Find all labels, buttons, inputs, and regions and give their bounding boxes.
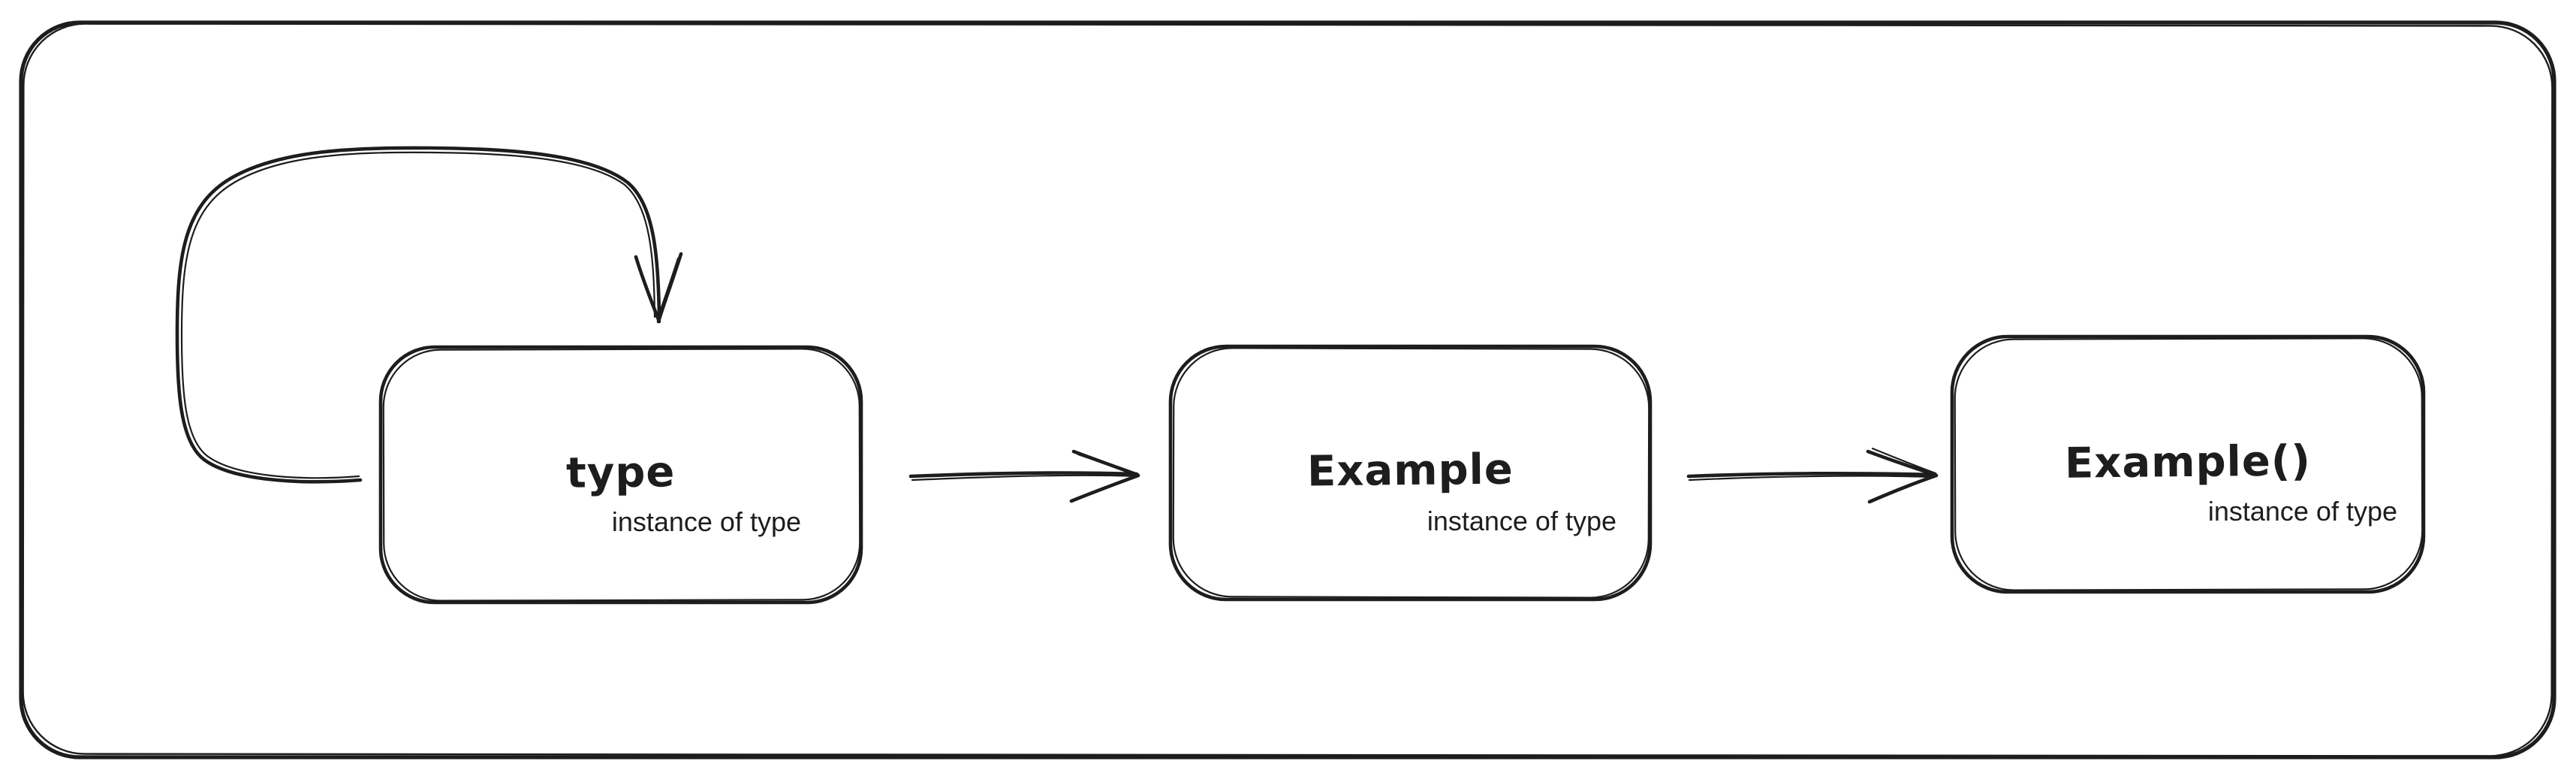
node-example[interactable]: Example instance of type bbox=[1170, 346, 1650, 599]
self-loop-arrow[interactable] bbox=[175, 146, 683, 484]
arrowhead-down-icon bbox=[634, 252, 683, 324]
node-example-call-label: Example() bbox=[2064, 436, 2312, 488]
node-type-label: type bbox=[565, 447, 676, 498]
node-box-example-call-outline[interactable] bbox=[1950, 334, 2426, 594]
edge-arrow-type-to-example[interactable] bbox=[908, 449, 1140, 503]
node-example-label: Example bbox=[1306, 445, 1514, 497]
node-box-example-outline[interactable] bbox=[1168, 344, 1653, 602]
node-box-type-outline[interactable] bbox=[378, 345, 863, 605]
node-type[interactable]: type instance of type bbox=[381, 347, 861, 602]
arrowhead-right-icon bbox=[1866, 447, 1939, 504]
node-example-call[interactable]: Example() instance of type bbox=[1952, 337, 2424, 592]
node-example-call-sublabel: instance of type bbox=[2207, 496, 2397, 527]
node-type-sublabel: instance of type bbox=[611, 506, 801, 537]
arrowhead-right-icon bbox=[1069, 449, 1140, 503]
node-example-sublabel: instance of type bbox=[1427, 506, 1616, 536]
edge-arrow-example-to-example-call[interactable] bbox=[1686, 447, 1939, 504]
outer-frame[interactable] bbox=[19, 20, 2556, 759]
